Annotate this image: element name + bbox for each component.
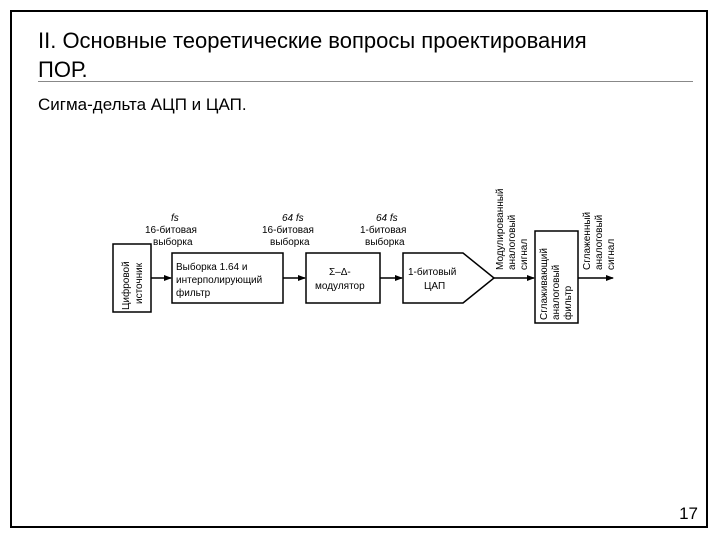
title-divider <box>38 81 693 82</box>
smoothing-filter-label-2: аналоговый <box>551 265 562 320</box>
signal-64fs-16bit-line1: 16-битовая <box>262 224 314 236</box>
modulated-signal-label-2: аналоговый <box>507 215 518 270</box>
digital-source-label-1: Цифровой <box>120 261 132 310</box>
slide-subtitle: Сигма-дельта АЦП и ЦАП. <box>38 95 247 114</box>
smoothing-filter-label-3: фильтр <box>562 285 574 320</box>
modulator-label-1: Σ–Δ- <box>329 267 351 278</box>
smoothed-signal-label-3: сигнал <box>606 239 617 270</box>
modulated-signal-label-3: сигнал <box>519 239 530 270</box>
signal-64fs-1bit-rate: 64 fs <box>376 213 398 224</box>
interpolating-filter-label-3: фильтр <box>176 287 211 299</box>
sigma-delta-modulator-block <box>305 252 381 304</box>
one-bit-dac-block <box>402 252 496 304</box>
smoothed-signal-label-2: аналоговый <box>594 215 605 270</box>
smoothing-filter-block <box>534 230 579 324</box>
modulator-label-2: модулятор <box>315 281 365 292</box>
interpolating-filter-label-2: интерполирующий <box>176 275 262 286</box>
signal-fs-line1: 16-битовая <box>145 224 197 236</box>
signal-fs-rate: fs <box>171 213 179 224</box>
slide-title: II. Основные теоретические вопросы проек… <box>38 26 678 84</box>
slide-frame <box>10 10 708 528</box>
modulated-signal-label-1: Модулированный <box>495 188 506 270</box>
signal-fs-line2: выборка <box>153 236 193 248</box>
signal-64fs-1bit-line1: 1-битовая <box>360 224 406 236</box>
smoothing-filter-label-1: Сглаживающий <box>539 248 550 320</box>
slide-title-line1: II. Основные теоретические вопросы проек… <box>38 28 587 53</box>
signal-64fs-16bit-line2: выборка <box>270 236 310 248</box>
dac-label-2: ЦАП <box>424 281 445 292</box>
digital-source-block <box>112 243 152 313</box>
dac-label-1: 1-битовый <box>408 266 456 278</box>
signal-64fs-16bit-rate: 64 fs <box>282 213 304 224</box>
digital-source-label-2: источник <box>134 262 145 304</box>
interpolating-filter-label-1: Выборка 1.64 и <box>176 261 247 273</box>
page-number: 17 <box>679 504 698 523</box>
signal-64fs-1bit-line2: выборка <box>365 236 405 248</box>
slide-title-line2: ПОР. <box>38 57 88 82</box>
smoothed-signal-label-1: Сглаженный <box>582 212 593 270</box>
